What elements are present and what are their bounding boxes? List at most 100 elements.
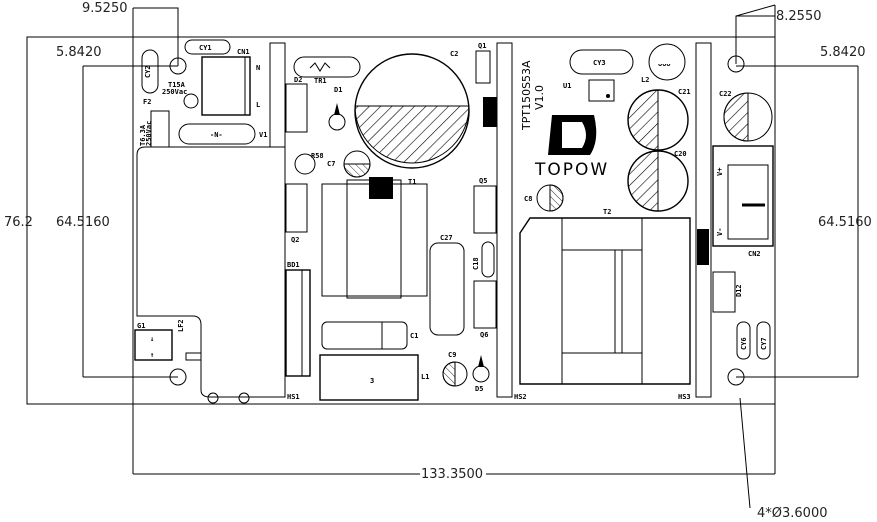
- svg-text:C8: C8: [524, 195, 532, 203]
- svg-text:C2: C2: [450, 50, 458, 58]
- svg-text:G1: G1: [137, 322, 145, 330]
- r58-resistor: [294, 153, 316, 175]
- d12-diode: [712, 271, 736, 313]
- svg-text:ᴗᴗᴗ: ᴗᴗᴗ: [658, 60, 671, 68]
- svg-text:↓: ↓: [150, 335, 154, 343]
- board-model: TPT150S53A: [520, 60, 533, 131]
- q5-transistor: [473, 185, 497, 234]
- svg-text:N: N: [256, 64, 260, 72]
- svg-text:D5: D5: [475, 385, 483, 393]
- svg-text:U1: U1: [563, 82, 571, 90]
- svg-text:V1: V1: [259, 131, 267, 139]
- svg-text:HS1: HS1: [287, 393, 300, 401]
- svg-text:C22: C22: [719, 90, 732, 98]
- t2-transformer: [519, 217, 691, 385]
- g1-component: [134, 329, 173, 361]
- svg-text:CY6: CY6: [740, 337, 748, 350]
- svg-text:D2: D2: [294, 76, 302, 84]
- dim-horizontal-spacing: 133.3500: [421, 467, 483, 482]
- svg-text:C20: C20: [674, 150, 687, 158]
- svg-text:CY1: CY1: [199, 44, 212, 52]
- d1-led: [328, 113, 346, 131]
- topow-logo: TOPOW: [534, 115, 609, 180]
- svg-text:T15A: T15A: [168, 81, 186, 89]
- heatsink-hs2: [496, 42, 513, 398]
- mounting-holes: [169, 55, 745, 386]
- svg-text:250Vac: 250Vac: [145, 121, 153, 146]
- svg-text:C7: C7: [327, 160, 335, 168]
- cy6-capacitor: [736, 321, 751, 360]
- cn2-connector: [712, 145, 774, 247]
- svg-text:C18: C18: [472, 257, 480, 270]
- svg-text:Q5: Q5: [479, 177, 487, 185]
- svg-text:HS3: HS3: [678, 393, 691, 401]
- heatsink-hs3: [695, 42, 712, 398]
- l2-inductor: [648, 43, 686, 81]
- board-version: V1.0: [533, 85, 546, 110]
- svg-text:L: L: [256, 101, 260, 109]
- svg-text:CN1: CN1: [237, 48, 250, 56]
- svg-text:T2: T2: [603, 208, 611, 216]
- svg-text:HS2: HS2: [514, 393, 527, 401]
- c1-capacitor: [321, 321, 408, 350]
- cn1-connector: [201, 56, 251, 116]
- u1-ic: [588, 79, 615, 102]
- dim-top-right: 8.2550: [776, 9, 822, 24]
- svg-text:Q6: Q6: [480, 331, 488, 339]
- cy7-capacitor: [756, 321, 771, 360]
- dim-left-spacing: 64.5160: [56, 215, 110, 230]
- dimension-lines: [82, 4, 859, 509]
- varistor-v1: [178, 123, 256, 145]
- tr1-thermistor: [293, 56, 361, 78]
- svg-text:C9: C9: [448, 351, 456, 359]
- cy3-capacitor: [569, 49, 634, 75]
- fuse-f2: [183, 93, 199, 109]
- svg-text:3: 3: [370, 377, 374, 385]
- svg-text:TR1: TR1: [314, 77, 327, 85]
- svg-text:↑: ↑: [150, 351, 154, 359]
- svg-text:L1: L1: [421, 373, 429, 381]
- svg-text:TOPOW: TOPOW: [534, 160, 609, 180]
- cy2-capacitor: [141, 49, 159, 94]
- svg-text:CY2: CY2: [144, 65, 152, 78]
- svg-text:CY3: CY3: [593, 59, 606, 67]
- l1-inductor: [319, 354, 419, 401]
- dim-board-height: 76.2: [4, 215, 33, 230]
- fuse-main: [150, 110, 170, 148]
- d5-led: [472, 365, 490, 383]
- dim-hole-spec: 4*Ø3.6000: [757, 506, 828, 521]
- svg-text:C1: C1: [410, 332, 418, 340]
- svg-text:D12: D12: [735, 284, 743, 297]
- q1-transistor: [475, 50, 491, 84]
- dim-right-spacing: 64.5160: [818, 215, 872, 230]
- svg-text:V+: V+: [716, 168, 724, 176]
- svg-text:C21: C21: [678, 88, 691, 96]
- q6-transistor: [473, 280, 497, 329]
- dim-top-left: 9.5250: [82, 1, 128, 16]
- c18-capacitor: [481, 241, 495, 278]
- svg-text:Q2: Q2: [291, 236, 299, 244]
- svg-text:BD1: BD1: [287, 261, 300, 269]
- svg-text:LF2: LF2: [177, 319, 185, 332]
- d2-diode: [285, 83, 308, 133]
- svg-text:CN2: CN2: [748, 250, 761, 258]
- svg-text:F2: F2: [143, 98, 151, 106]
- bd1-bridge: [285, 269, 311, 377]
- svg-text:V-: V-: [716, 228, 724, 236]
- lf1-choke: [136, 146, 286, 398]
- heatsink-left: [269, 42, 286, 148]
- svg-text:-N-: -N-: [210, 131, 223, 139]
- cy1-capacitor: [184, 39, 231, 55]
- c27-capacitor: [429, 242, 465, 336]
- svg-text:250Vac: 250Vac: [162, 88, 187, 96]
- svg-text:L2: L2: [641, 76, 649, 84]
- t1-transformer: [321, 183, 428, 297]
- svg-text:C27: C27: [440, 234, 453, 242]
- svg-text:T6.3A: T6.3A: [139, 124, 147, 146]
- svg-text:R58: R58: [311, 152, 324, 160]
- q2-transistor: [285, 183, 308, 233]
- svg-text:T1: T1: [408, 178, 416, 186]
- svg-text:Q1: Q1: [478, 42, 486, 50]
- svg-text:CY7: CY7: [760, 337, 768, 350]
